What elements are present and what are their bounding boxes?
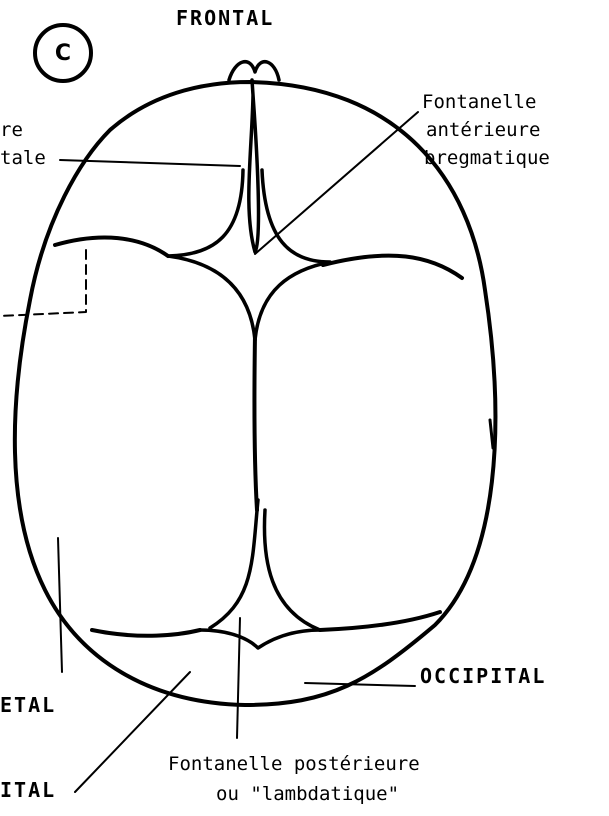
coronal-suture-left (55, 237, 168, 256)
posterior-fontanelle (200, 500, 320, 648)
label-occipital-partial: ITAL (0, 778, 56, 802)
leader-suture-frontal (60, 160, 240, 166)
figure-letter: C (55, 41, 71, 66)
figure-letter-badge: C (33, 23, 93, 83)
label-posterior-line1: Fontanelle postérieure (168, 752, 420, 776)
edge-tick-mark (490, 420, 493, 448)
label-posterior-line2: ou "lambdatique" (216, 782, 399, 806)
lambdoid-suture-right (320, 612, 440, 630)
leader-parietal (58, 538, 62, 672)
label-suture-left-line1: re (0, 118, 23, 142)
label-frontal: FRONTAL (176, 6, 274, 30)
label-anterior-line3: bregmatique (424, 146, 550, 170)
leader-occipital (305, 683, 415, 686)
coronal-suture-right (323, 256, 462, 278)
label-occipital: OCCIPITAL (420, 664, 546, 688)
label-suture-left-line2: tale (0, 146, 46, 170)
lambdoid-suture-left (92, 630, 200, 636)
metopic-suture (249, 80, 259, 252)
label-anterior-line2: antérieure (426, 118, 540, 142)
label-anterior-line1: Fontanelle (422, 90, 536, 114)
frontal-notch (229, 62, 279, 80)
sagittal-suture (254, 335, 257, 510)
label-parietal-partial: ETAL (0, 693, 56, 717)
leader-anterior-fontanelle (255, 112, 418, 254)
dashed-bracket (0, 250, 86, 316)
